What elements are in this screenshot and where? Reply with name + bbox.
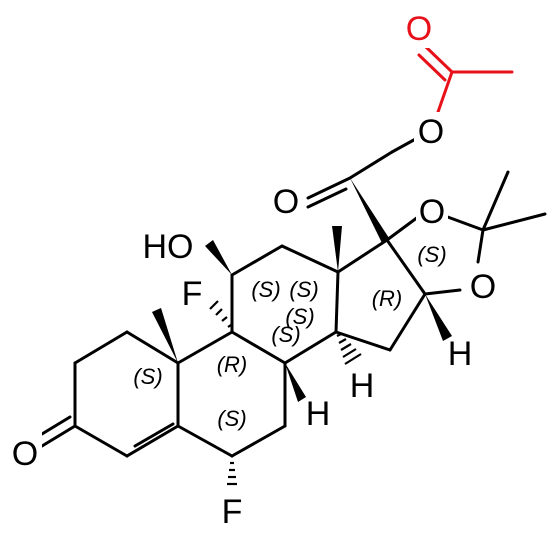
atom-o-acetyl-carbonyl: O [406, 10, 432, 48]
wedge-c11-oh [205, 240, 232, 275]
hash-c14-h [336, 333, 362, 365]
stereo-c16: (R) [372, 286, 403, 311]
bond-c13-c12 [280, 244, 340, 274]
bond-c17-c16 [385, 238, 427, 296]
bond-c10-c1 [125, 330, 180, 365]
atom-f-c6: F [222, 493, 243, 531]
ester-linkage: O [348, 112, 448, 180]
bond-c5-c6 [176, 424, 234, 458]
atom-o-ester: O [418, 113, 444, 151]
bond-acetyl-co-double-2 [417, 53, 447, 82]
bond-c8-c14 [283, 330, 338, 365]
bond-c3-o-2 [35, 415, 72, 439]
bond-ch2-c20 [348, 150, 394, 180]
stereo-descriptors: (S) (R) (S) (S) (S) (S) (S) (R) (S) [133, 242, 446, 431]
atom-o-ketone-c20: O [273, 183, 299, 221]
wedge-c20-c17 [350, 178, 389, 243]
atom-f-c9: F [182, 275, 203, 313]
bond-acetyl-c-oester [436, 70, 454, 114]
stereo-c11: (S) [251, 277, 280, 302]
atom-h-c8: H [306, 395, 331, 433]
bond-c17-o-top [385, 215, 420, 242]
ring-b: F F [152, 275, 287, 531]
stereo-c6: (S) [217, 406, 246, 431]
stereo-c9: (R) [217, 352, 248, 377]
bond-cq-methyl-1 [481, 170, 510, 232]
bond-o-bottom-c16 [423, 288, 462, 296]
bond-c20-o-2 [306, 187, 348, 209]
bond-c20-o-1 [306, 176, 352, 200]
bond-c3-c4 [73, 424, 129, 458]
bond-c9-c10 [176, 330, 234, 365]
dioxolane-ring: O O [385, 170, 547, 306]
bond-c13-c17 [336, 238, 389, 274]
bond-acetyl-co-double-1 [424, 45, 454, 74]
atom-h-c14: H [350, 367, 375, 405]
hash-c9-f [209, 300, 232, 328]
stereo-c13: (S) [289, 277, 318, 302]
c20-ketone: O [270, 176, 389, 243]
bond-c4-c5-double [133, 422, 175, 448]
atom-o-dioxolane-bottom: O [470, 268, 496, 306]
bond-c15-c14 [334, 330, 392, 352]
bond-c6-c7 [230, 424, 287, 458]
wedge-c10-methyl [152, 308, 178, 363]
wedge-c8-h [285, 363, 306, 402]
atom-o-dioxolane-top: O [419, 193, 445, 231]
ring-a: O [10, 330, 180, 473]
wedge-c13-methyl [332, 226, 342, 272]
bond-c3-o-1 [40, 424, 77, 448]
stereo-c14: (S) [285, 304, 314, 329]
bond-c16-c15 [388, 292, 427, 352]
atom-hydroxyl: HO [143, 228, 194, 266]
bond-c9-c8 [230, 330, 287, 365]
stereo-c10: (S) [133, 364, 162, 389]
bond-c4-c5 [125, 424, 180, 458]
bond-cq-o-bottom [476, 228, 485, 264]
hash-c6-f [227, 461, 237, 486]
atom-h-c16: H [448, 335, 473, 373]
bond-c14-c13 [334, 270, 340, 334]
ring-d: H [332, 226, 472, 373]
bond-cq-methyl-2 [481, 212, 547, 232]
bond-c1-c2 [73, 330, 129, 365]
bond-o-top-cq [443, 214, 485, 232]
wedge-c16-h [425, 294, 452, 341]
acetyl-group: O [402, 8, 514, 114]
atom-o-ketone-c3: O [12, 435, 38, 473]
stereo-c8: (S) [271, 322, 300, 347]
bond-c12-c11 [230, 244, 284, 277]
stereo-c17: (S) [417, 242, 446, 267]
ring-c: HO H H [143, 228, 375, 433]
